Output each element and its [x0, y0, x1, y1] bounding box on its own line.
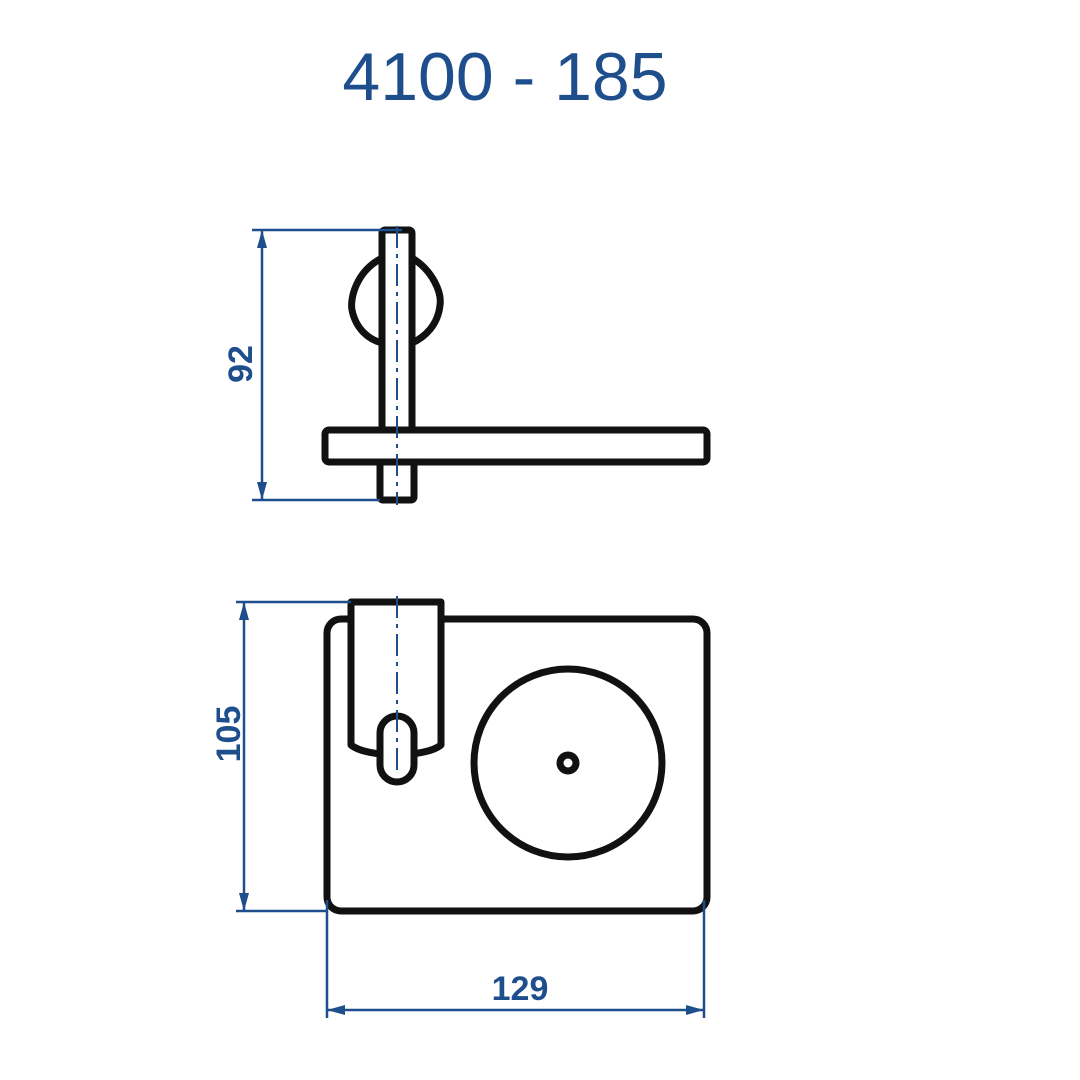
dim-92-label: 92 [222, 345, 260, 383]
dim-92-arrow-bottom [257, 482, 267, 500]
side-view: 92 [222, 226, 711, 505]
dim-105-label: 105 [210, 706, 248, 763]
dim-105-arrow-top [239, 602, 249, 620]
part-number-title: 4100 - 185 [342, 39, 667, 115]
front-view: 105 129 [210, 596, 711, 1018]
dim-129-arrow-left [327, 1005, 345, 1015]
side-view-base-plate [321, 426, 711, 466]
dim-92-arrow-top [257, 230, 267, 248]
side-view-knob [348, 254, 444, 347]
front-view-disc [470, 665, 666, 861]
dim-105-arrow-bottom [239, 893, 249, 911]
dim-129-label: 129 [492, 970, 549, 1008]
dim-129-arrow-right [686, 1005, 704, 1015]
front-view-center-hole [556, 751, 580, 775]
